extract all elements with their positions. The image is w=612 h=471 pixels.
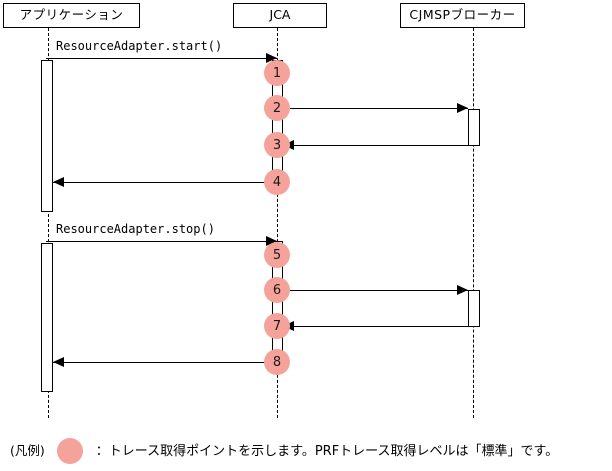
message-label-5: ResourceAdapter.stop() — [56, 222, 215, 236]
trace-point-1: 1 — [264, 60, 290, 86]
participant-label-jca: JCA — [269, 7, 291, 23]
activation-bar-application-2 — [41, 243, 53, 392]
message-arrowhead-4 — [53, 177, 64, 187]
message-label-1: ResourceAdapter.start() — [56, 39, 223, 53]
legend-title: (凡例) — [10, 442, 45, 458]
trace-point-2: 2 — [264, 95, 290, 121]
message-line-2 — [283, 108, 468, 109]
message-line-4 — [53, 182, 277, 183]
message-arrowhead-6 — [457, 285, 468, 295]
lifeline-jca — [277, 28, 278, 418]
legend-description: ：トレース取得ポイントを示します。PRFトレース取得レベルは「標準」です。 — [95, 443, 559, 459]
lifeline-broker — [473, 28, 474, 418]
message-arrowhead-2 — [457, 103, 468, 113]
legend: (凡例) ：トレース取得ポイントを示します。PRFトレース取得レベルは「標準」で… — [0, 438, 612, 464]
trace-point-4: 4 — [264, 169, 290, 195]
participant-box-application: アプリケーション — [3, 3, 140, 28]
trace-point-number: 5 — [272, 247, 282, 263]
trace-point-8: 8 — [264, 349, 290, 375]
message-line-1 — [46, 58, 277, 59]
message-line-6 — [283, 290, 468, 291]
message-line-8 — [53, 362, 277, 363]
trace-point-3: 3 — [264, 132, 290, 158]
activation-bar-application-1 — [41, 60, 53, 212]
participant-box-broker: CJMSPブローカー — [400, 3, 525, 28]
trace-point-number: 4 — [272, 174, 282, 190]
message-line-5 — [46, 241, 277, 242]
participant-box-jca: JCA — [233, 3, 327, 28]
activation-bar-broker-2 — [468, 290, 480, 327]
legend-swatch-icon — [56, 438, 83, 464]
participant-label-broker: CJMSPブローカー — [409, 7, 516, 23]
trace-point-7: 7 — [264, 313, 290, 339]
trace-point-number: 6 — [272, 282, 282, 298]
message-line-3 — [283, 145, 468, 146]
message-arrowhead-5 — [266, 236, 277, 246]
lifeline-application — [48, 28, 49, 418]
participant-label-application: アプリケーション — [19, 7, 124, 23]
message-arrowhead-8 — [53, 357, 64, 367]
trace-point-number: 2 — [272, 100, 282, 116]
trace-point-number: 8 — [272, 354, 282, 370]
trace-point-5: 5 — [264, 242, 290, 268]
message-line-7 — [283, 326, 468, 327]
trace-point-number: 1 — [272, 65, 282, 81]
trace-point-number: 3 — [272, 137, 282, 153]
trace-point-number: 7 — [272, 318, 282, 334]
trace-point-6: 6 — [264, 277, 290, 303]
message-arrowhead-1 — [266, 53, 277, 63]
activation-bar-broker-1 — [468, 109, 480, 146]
